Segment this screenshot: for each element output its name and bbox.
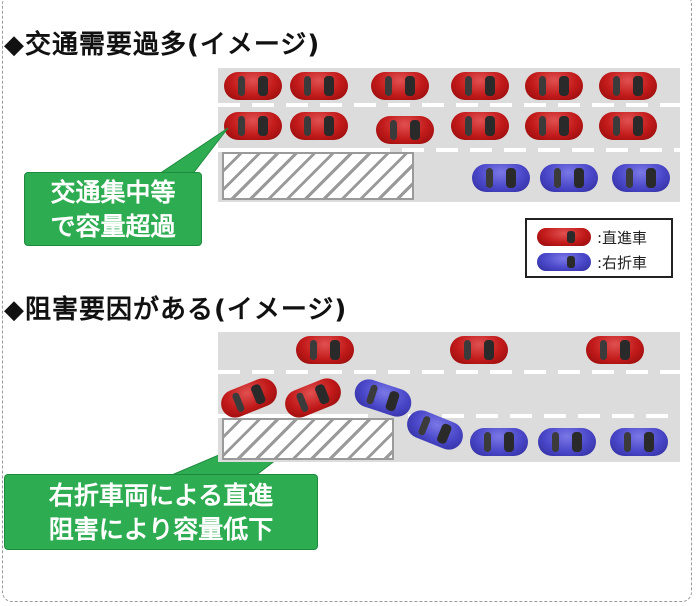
through-car xyxy=(376,116,434,144)
hatched-area xyxy=(222,152,414,200)
right-turn-car xyxy=(470,428,528,456)
right-turn-car xyxy=(538,428,596,456)
right-turn-car xyxy=(612,164,670,192)
right-turn-car xyxy=(610,428,668,456)
through-car xyxy=(586,336,644,364)
through-car xyxy=(371,72,429,100)
road-scene-1 xyxy=(218,68,680,202)
through-car xyxy=(296,336,354,364)
through-car xyxy=(224,112,282,140)
section1-heading: ◆交通需要過多(イメージ) xyxy=(4,30,321,60)
through-car xyxy=(599,72,657,100)
lane-marking xyxy=(218,148,368,152)
through-car xyxy=(451,72,509,100)
legend: :直進車 :右折車 xyxy=(525,218,673,278)
lane-marking xyxy=(368,148,680,152)
callout-line: で容量超過 xyxy=(50,212,176,241)
hatched-area xyxy=(222,418,394,460)
lane-marking xyxy=(408,414,680,418)
callout-line: 右折車両による直進 xyxy=(48,481,274,510)
through-car xyxy=(525,112,583,140)
through-car xyxy=(290,72,348,100)
callout-line: 交通集中等 xyxy=(50,178,176,207)
through-car xyxy=(451,112,509,140)
legend-item-through: :直進車 xyxy=(537,225,647,249)
through-car xyxy=(224,72,282,100)
through-car xyxy=(525,72,583,100)
callout-line: 阻害により容量低下 xyxy=(48,515,274,544)
right-turn-car xyxy=(540,164,598,192)
through-car xyxy=(450,336,508,364)
through-car xyxy=(599,112,657,140)
legend-label: :直進車 xyxy=(597,228,648,247)
section2-heading: ◆阻害要因がある(イメージ) xyxy=(4,295,348,325)
through-car xyxy=(290,112,348,140)
legend-label: :右折車 xyxy=(597,253,648,272)
right-turn-car xyxy=(472,164,530,192)
blue-car-icon xyxy=(537,253,591,271)
road-scene-2 xyxy=(216,332,680,462)
lane-marking xyxy=(218,370,680,374)
legend-item-right-turn: :右折車 xyxy=(537,250,647,274)
lane-marking xyxy=(218,103,680,107)
red-car-icon xyxy=(537,228,591,246)
callout-capacity-exceeded: 交通集中等 で容量超過 xyxy=(24,172,202,246)
callout-capacity-reduced: 右折車両による直進 阻害により容量低下 xyxy=(4,474,318,550)
